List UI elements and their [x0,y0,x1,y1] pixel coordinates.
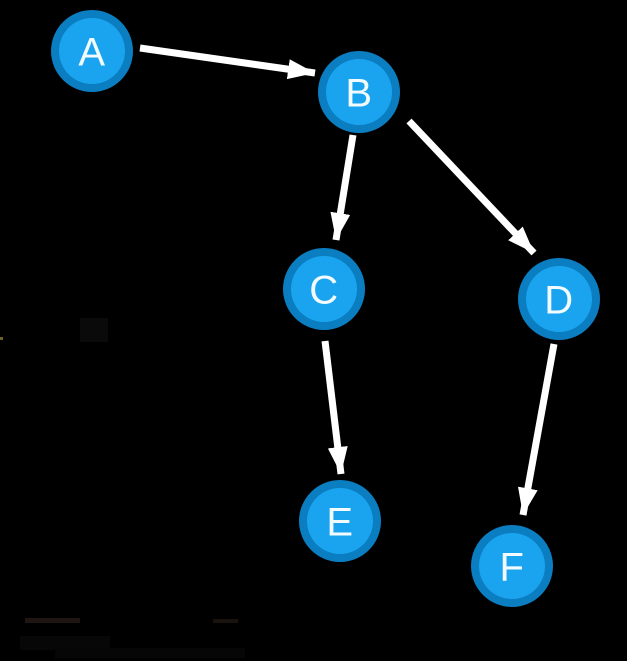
background-artifact [80,318,108,342]
background-artifact [55,648,245,658]
node-B-label: B [345,71,372,115]
node-D-label: D [544,278,573,322]
node-F-body[interactable] [479,533,545,599]
edges [139,44,558,516]
node-F-label: F [500,545,525,589]
background-artifacts [0,318,245,658]
edge-A-B [139,44,316,80]
edge-B-D [406,118,537,256]
node-E-body[interactable] [307,488,373,554]
edge-B-C [330,134,357,241]
node-E[interactable]: E [299,480,381,562]
edge-C-E [321,340,348,475]
node-F[interactable]: F [471,525,553,607]
node-B-body[interactable] [326,59,392,125]
node-A-body[interactable] [59,18,125,84]
background-artifact [25,618,80,623]
node-D[interactable]: D [518,258,600,340]
background-artifact [0,337,3,340]
node-A-label: A [78,30,105,74]
node-E-label: E [326,500,353,544]
node-C-body[interactable] [291,256,357,322]
nodes: A B C D E [51,10,600,607]
node-D-body[interactable] [526,266,592,332]
background-artifact [213,619,238,623]
edge-D-F [517,343,558,516]
node-C-label: C [309,268,338,312]
background-artifact [20,636,110,650]
node-C[interactable]: C [283,248,365,330]
node-A[interactable]: A [51,10,133,92]
node-B[interactable]: B [318,51,400,133]
